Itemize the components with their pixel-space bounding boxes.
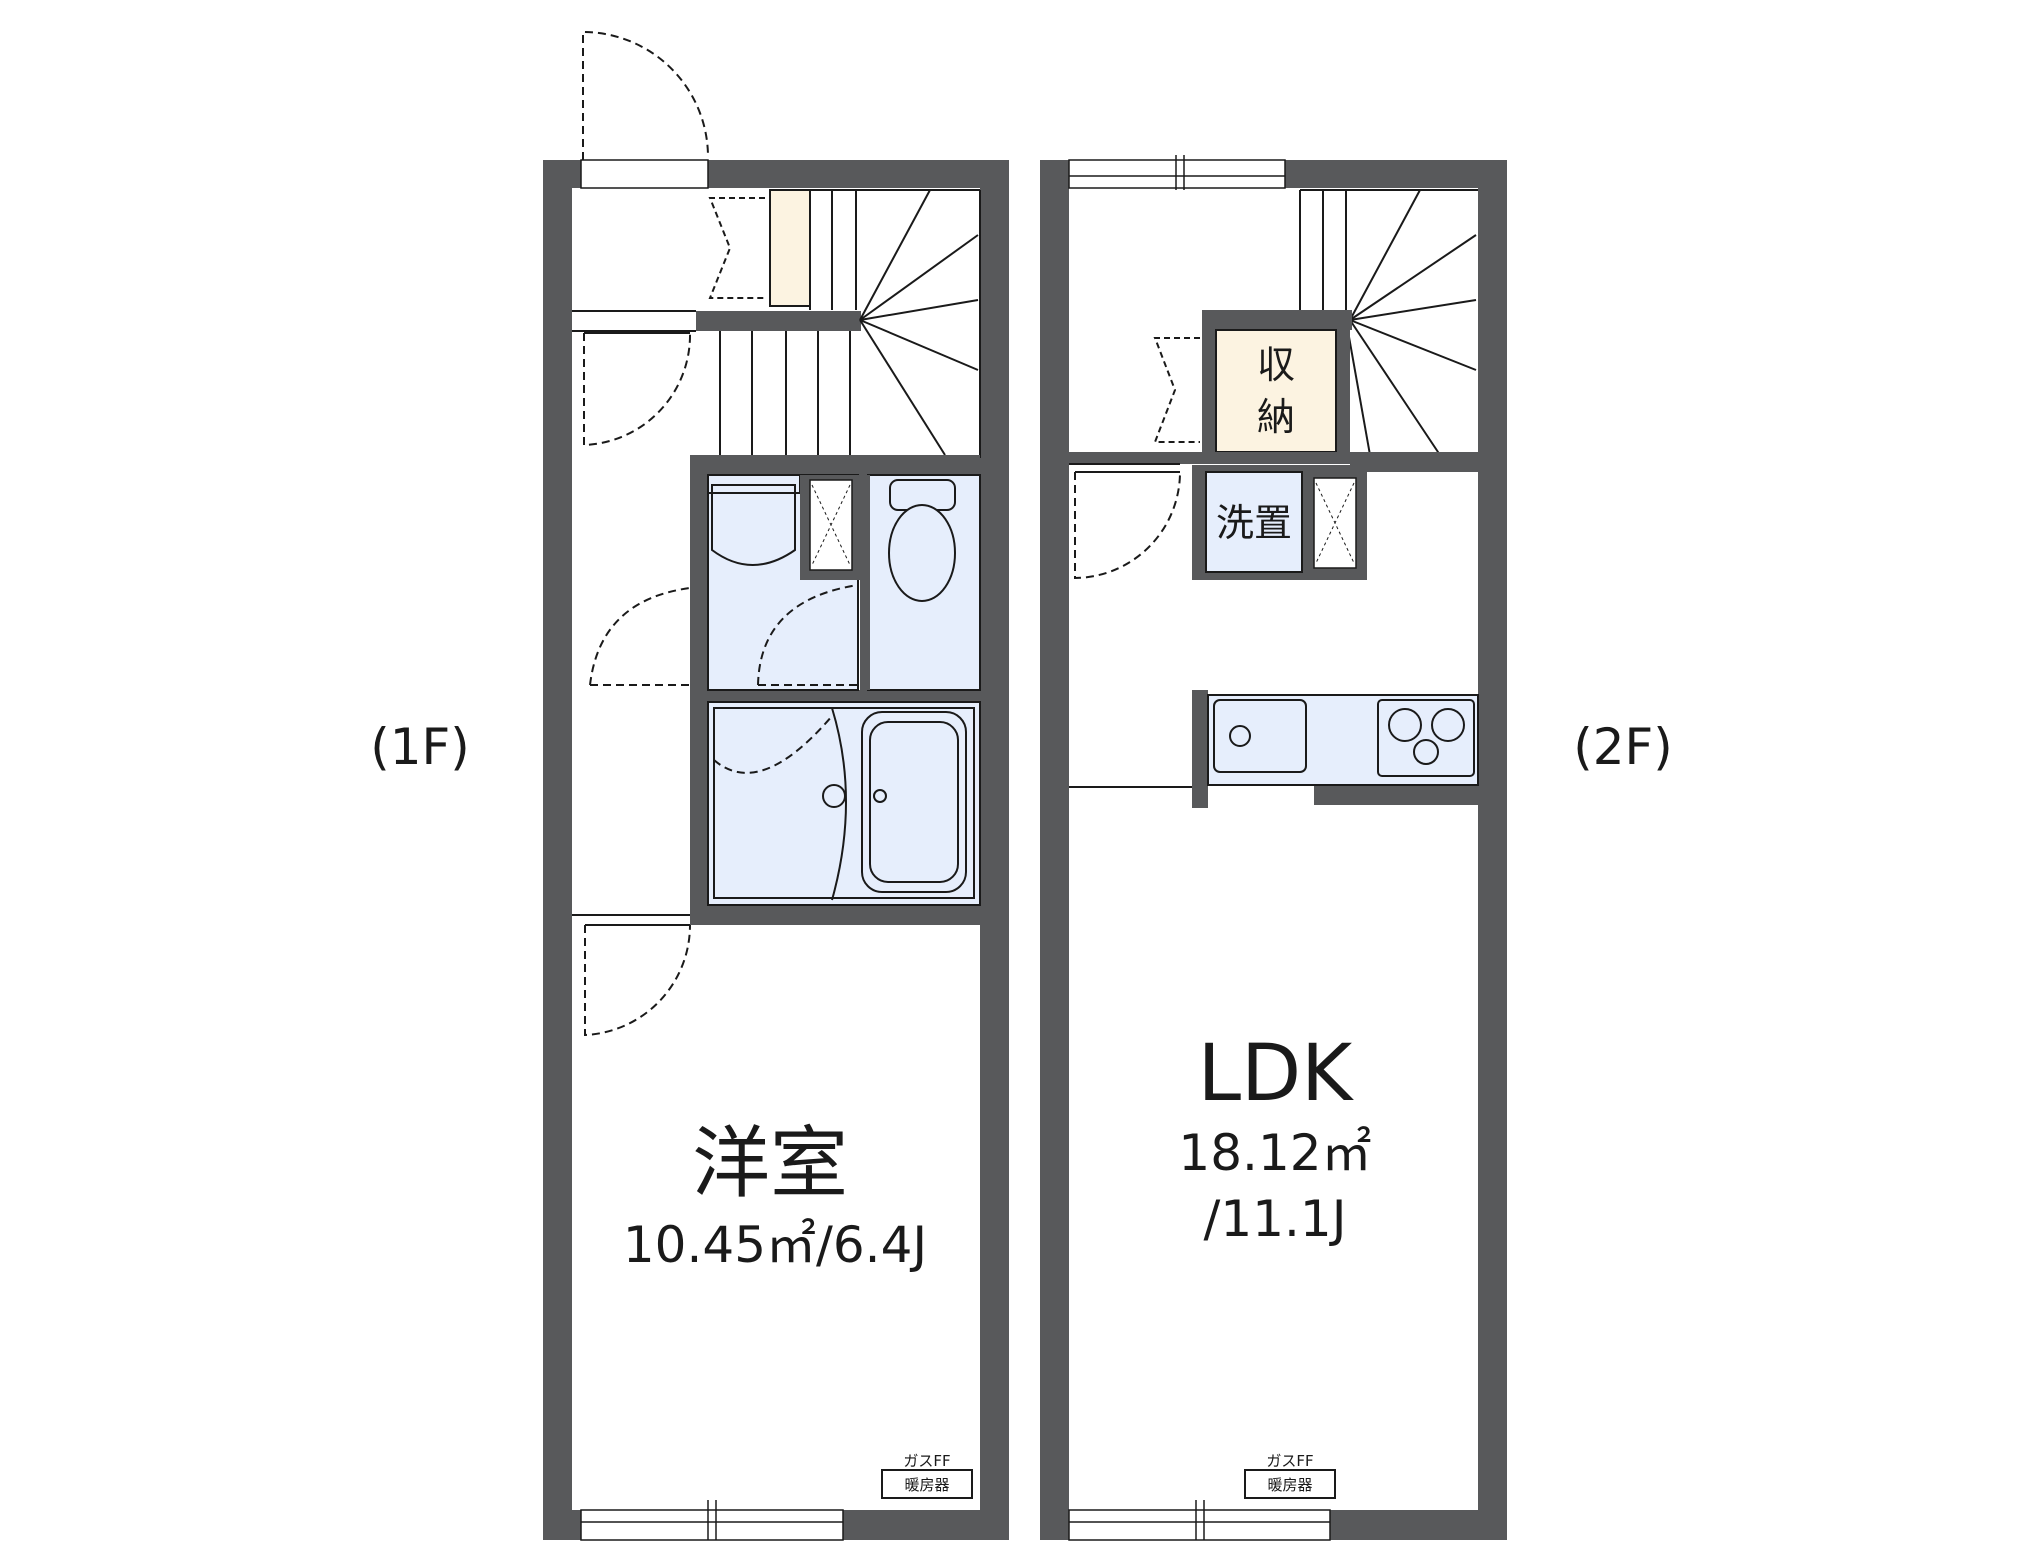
kitchen-sink xyxy=(1213,699,1307,773)
floor-1-stair-partition xyxy=(696,311,861,331)
floor-1-plan: ガスFF 暖房器 洋室 10.45㎡/6.4J xyxy=(543,30,1009,1541)
bathtub xyxy=(861,711,967,893)
closet-door-swing xyxy=(583,332,692,447)
floor-1-heater xyxy=(881,1469,973,1499)
bath-drain xyxy=(822,784,846,808)
floor-2-room-area-2: /11.1J xyxy=(1204,1190,1347,1248)
storage-wall-left xyxy=(1202,310,1216,458)
floor-1-window xyxy=(580,1509,844,1541)
floor-2-heater-top-label: ガスFF xyxy=(1266,1452,1313,1470)
bathtub-inner xyxy=(869,721,959,883)
floor-1-wall-right xyxy=(980,160,1009,1540)
laundry-area xyxy=(1205,471,1303,573)
burner-1 xyxy=(1388,708,1422,742)
shoe-cabinet xyxy=(769,189,811,307)
toilet-bowl xyxy=(888,504,956,602)
floor-1-stairs xyxy=(719,189,981,458)
floor-1-wall-top xyxy=(708,160,1009,188)
tub-drain xyxy=(873,789,887,803)
kitchen-wall-bottom xyxy=(1314,785,1478,805)
floor-2-door-swing xyxy=(1074,471,1181,580)
storage-wall-right xyxy=(1336,310,1350,458)
entrance-opening xyxy=(580,159,709,189)
floor-2-stairs xyxy=(1299,189,1478,456)
washroom-door-swing xyxy=(589,587,691,686)
floor-1-wall-top-left xyxy=(543,160,581,188)
floor-2-hall-wall xyxy=(1069,452,1352,464)
bath-block-wall-top xyxy=(690,455,980,475)
bathroom-inner xyxy=(713,707,975,899)
floor-2-wall-right xyxy=(1478,160,1507,1540)
toilet-divider xyxy=(860,475,870,690)
shoe-cabinet-door-swing xyxy=(708,197,765,299)
floor-2-heater xyxy=(1244,1469,1336,1499)
burner-2 xyxy=(1431,708,1465,742)
storage-door-swing xyxy=(1153,337,1200,443)
pan-cross-2 xyxy=(811,484,851,566)
bath-curtain xyxy=(831,707,847,901)
laundry-label: 洗置 xyxy=(1216,501,1292,545)
entrance-door-swing xyxy=(582,30,709,160)
floor-1-wall-left xyxy=(543,160,572,1540)
floor-2-plan: 収 納 洗置 ガスFF 暖房器 xyxy=(1040,155,1507,1541)
floor-1-heater-bottom-label: 暖房器 xyxy=(904,1476,949,1494)
bath-block-wall-mid xyxy=(690,690,980,702)
floor-1-heater-top-label: ガスFF xyxy=(903,1452,950,1470)
floor-2-top-window xyxy=(1068,159,1286,189)
floor-2-room-name: LDK xyxy=(1198,1029,1355,1119)
floor-1-label: (1F) xyxy=(370,718,470,776)
bathroom-door-swing xyxy=(713,715,833,774)
floor-1-wall-bottom-left xyxy=(543,1510,581,1540)
stove xyxy=(1377,699,1475,777)
floor-1-wall-bottom xyxy=(843,1510,1009,1540)
wash-basin xyxy=(711,484,796,566)
floor-2-wall-bottom xyxy=(1330,1510,1507,1540)
sink-drain xyxy=(1229,725,1251,747)
floor-1-room-name: 洋室 xyxy=(692,1119,848,1209)
bath-block-wall-bottom xyxy=(690,905,980,925)
kitchen-wall-left xyxy=(1192,690,1208,808)
storage-label-2: 納 xyxy=(1257,395,1295,439)
floor-2-heater-bottom-label: 暖房器 xyxy=(1267,1476,1312,1494)
floor-2-pan-cross-2 xyxy=(1315,482,1355,564)
storage xyxy=(1215,329,1337,453)
floor-2-hall-wall-2 xyxy=(1350,452,1478,472)
bedroom-door-swing xyxy=(584,924,692,1037)
floor-2-window xyxy=(1068,1509,1331,1541)
floor-2-wall-left xyxy=(1040,160,1069,1540)
floor-2-wall-top xyxy=(1285,160,1507,188)
floor-2-room-area-1: 18.12㎡ xyxy=(1178,1124,1371,1182)
storage-label-1: 収 xyxy=(1257,343,1295,387)
floor-1-room-area: 10.45㎡/6.4J xyxy=(623,1216,927,1274)
floor-2-label: (2F) xyxy=(1573,718,1673,776)
burner-3 xyxy=(1413,739,1439,765)
toilet-door-swing xyxy=(757,584,859,686)
storage-wall-top xyxy=(1202,310,1352,330)
